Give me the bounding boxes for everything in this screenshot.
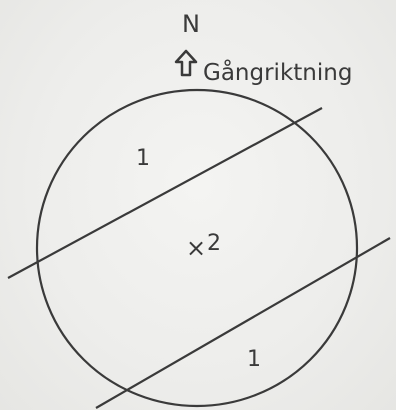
upper-boundary-line <box>7 107 323 279</box>
direction-label: Gångriktning <box>203 58 352 86</box>
sample-circle <box>35 88 359 408</box>
up-arrow-outline-icon <box>174 49 198 77</box>
center-marker: × <box>186 234 206 262</box>
region-label-top: 1 <box>136 146 150 171</box>
lower-boundary-line <box>95 237 391 409</box>
region-label-bottom: 1 <box>247 347 261 372</box>
region-label-center: 2 <box>207 231 221 256</box>
north-label: N <box>182 10 200 38</box>
